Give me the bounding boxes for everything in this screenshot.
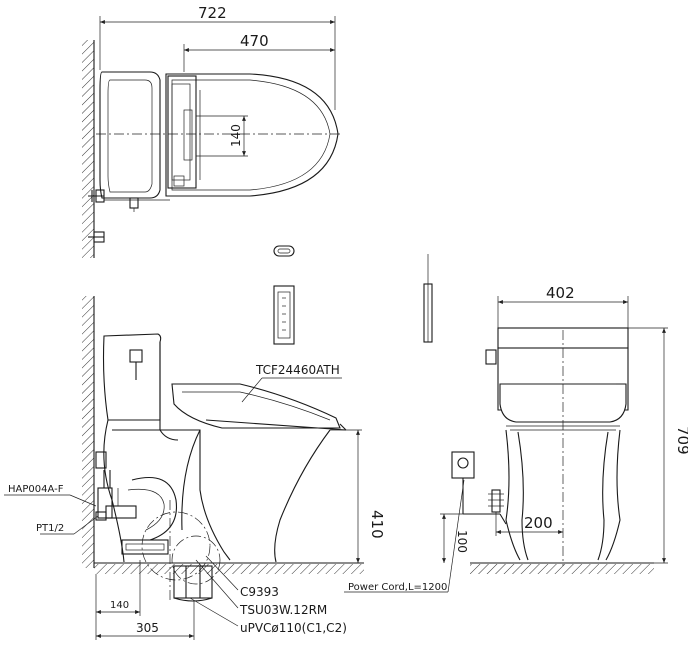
outlet-offset-label: 200	[524, 514, 553, 532]
top-wall-hatch	[82, 40, 94, 258]
drain-pipe-label: uPVCø110(C1,C2)	[240, 621, 347, 635]
seat-height-label: 410	[368, 510, 386, 539]
valve-model-label: HAP004A-F	[8, 484, 64, 495]
rough-in-label: 305	[136, 621, 159, 635]
side-floor-hatch	[94, 564, 364, 574]
top-view: 722 470 140	[82, 4, 342, 258]
pipe-thread-label: PT1/2	[36, 523, 64, 534]
side-wall-hatch	[82, 296, 94, 568]
overall-width-label: 722	[198, 4, 227, 22]
remote-control	[273, 285, 295, 345]
front-height-label: 709	[674, 426, 688, 455]
panel-spacing-label: 140	[229, 124, 243, 147]
outlet-height-label: 100	[455, 530, 469, 553]
side-view: TCF24460ATH HAP004A-F PT1/2 41	[4, 285, 386, 640]
power-outlet	[451, 451, 475, 479]
flange-part-label: C9393	[240, 585, 279, 599]
seat-model-label: TCF24460ATH	[255, 363, 340, 377]
seat-length-label: 470	[240, 32, 269, 50]
front-floor-hatch	[470, 564, 654, 574]
outlet-part-label: TSU03W.12RM	[239, 603, 327, 617]
front-view: 402 709	[344, 254, 688, 593]
smart-seat	[171, 383, 341, 429]
supply-offset-label: 140	[110, 600, 129, 611]
front-width-label: 402	[546, 284, 575, 302]
power-cord-label: Power Cord,L=1200	[348, 582, 447, 593]
